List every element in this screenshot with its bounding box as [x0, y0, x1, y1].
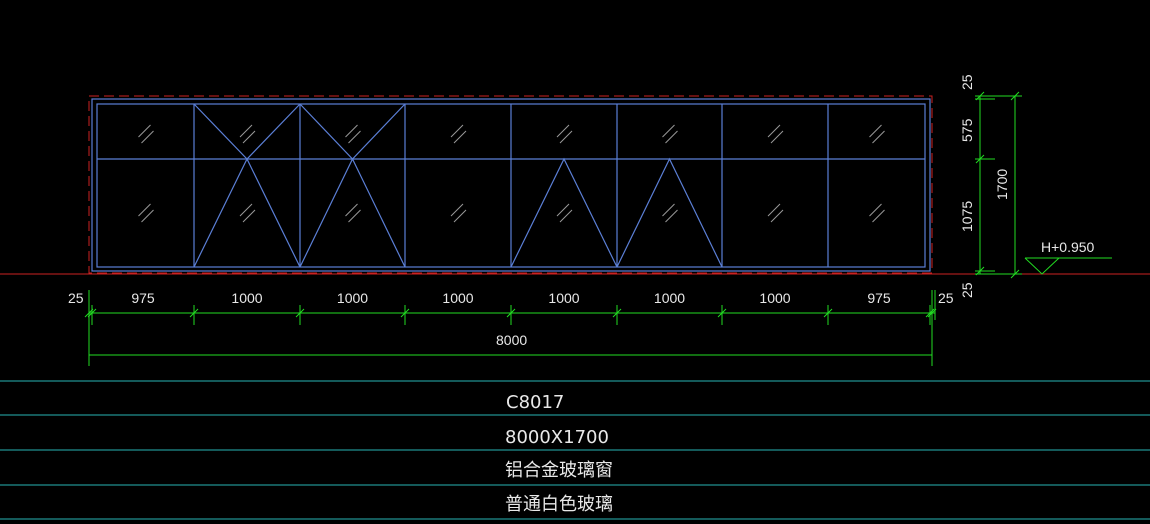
glass-mark	[662, 124, 678, 144]
glass-mark	[662, 203, 678, 223]
dim-segment-6: 1000	[654, 290, 685, 306]
glass-mark	[556, 203, 573, 223]
window-schedule-table	[0, 380, 1150, 520]
dim-right-bottom-25: 25	[959, 282, 975, 298]
dim-segment-1: 975	[131, 290, 155, 306]
dim-total-height: 1700	[994, 169, 1010, 200]
dim-right-575: 575	[959, 118, 975, 142]
glass-mark	[767, 203, 784, 223]
opening-outline	[88, 95, 933, 274]
dim-segment-7: 1000	[759, 290, 790, 306]
window-size: 8000X1700	[505, 427, 609, 448]
dim-right-top-25: 25	[959, 74, 975, 90]
horizontal-dimension-labels: 975 1000 1000 1000 1000 1000 1000 975	[131, 290, 891, 306]
glass-mark	[450, 124, 467, 144]
glass-hatch-marks	[138, 124, 885, 223]
glass-mark	[869, 124, 885, 144]
glass-mark	[450, 203, 467, 223]
open-mark-awning-1	[510, 157, 618, 268]
open-mark-top-2	[299, 103, 406, 160]
glass-mark	[345, 203, 361, 223]
window-type: 铝合金玻璃窗	[505, 460, 613, 481]
glass-mark	[767, 124, 784, 144]
glass-mark	[239, 124, 256, 144]
window-code: C8017	[506, 392, 564, 413]
opening-indicators	[193, 103, 723, 268]
glass-mark	[138, 124, 154, 144]
glass-mark	[345, 124, 361, 144]
open-mark-bottom-1	[193, 157, 301, 268]
dim-left-edge: 25	[68, 290, 84, 306]
mullions	[193, 104, 829, 267]
dim-segment-3: 1000	[337, 290, 368, 306]
dim-segment-2: 1000	[231, 290, 262, 306]
vertical-dimensions	[975, 91, 1022, 279]
dim-right-edge: 25	[938, 290, 954, 306]
window-frame	[91, 98, 931, 272]
horizontal-dimensions	[84, 290, 937, 366]
glass-mark	[138, 203, 154, 223]
glass-mark	[556, 124, 573, 144]
glass-mark	[869, 203, 885, 223]
dim-segment-4: 1000	[442, 290, 473, 306]
glass-mark	[239, 203, 256, 223]
open-mark-bottom-2	[299, 157, 406, 268]
window-glass: 普通白色玻璃	[505, 494, 613, 515]
dim-total-width: 8000	[496, 332, 527, 348]
open-mark-awning-2	[616, 157, 723, 268]
open-mark-top-1	[193, 103, 301, 160]
dim-right-1075: 1075	[959, 201, 975, 232]
elevation-label: H+0.950	[1041, 239, 1095, 255]
elevation-marker	[1024, 257, 1112, 275]
outer-frame	[91, 98, 931, 272]
dim-segment-5: 1000	[548, 290, 579, 306]
dim-segment-8: 975	[867, 290, 891, 306]
